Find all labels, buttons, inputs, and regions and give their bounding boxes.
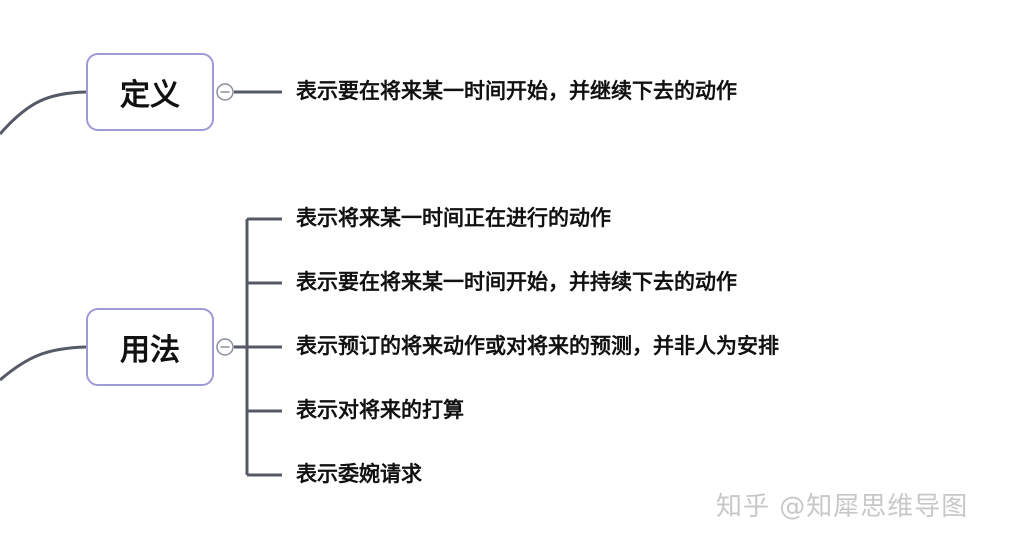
definition-item-1[interactable]: 表示要在将来某一时间开始，并继续下去的动作 [296,79,737,103]
usage-item-3[interactable]: 表示预订的将来动作或对将来的预测，并非人为安排 [296,334,779,358]
usage-item-2[interactable]: 表示要在将来某一时间开始，并持续下去的动作 [296,270,737,294]
parent-connector-definition [0,90,87,135]
topic-definition-title: 定义 [120,78,180,113]
usage-item-1[interactable]: 表示将来某一时间正在进行的动作 [296,206,611,230]
topic-definition[interactable]: 定义 [86,53,214,131]
collapse-definition-icon[interactable] [216,83,234,101]
usage-item-5[interactable]: 表示委婉请求 [296,462,422,486]
topic-usage-title: 用法 [120,333,180,368]
watermark: 知乎 @知犀思维导图 [716,492,969,522]
parent-connector-usage [0,345,87,382]
usage-item-4[interactable]: 表示对将来的打算 [296,398,464,422]
collapse-usage-icon[interactable] [216,338,234,356]
topic-usage[interactable]: 用法 [86,308,214,386]
